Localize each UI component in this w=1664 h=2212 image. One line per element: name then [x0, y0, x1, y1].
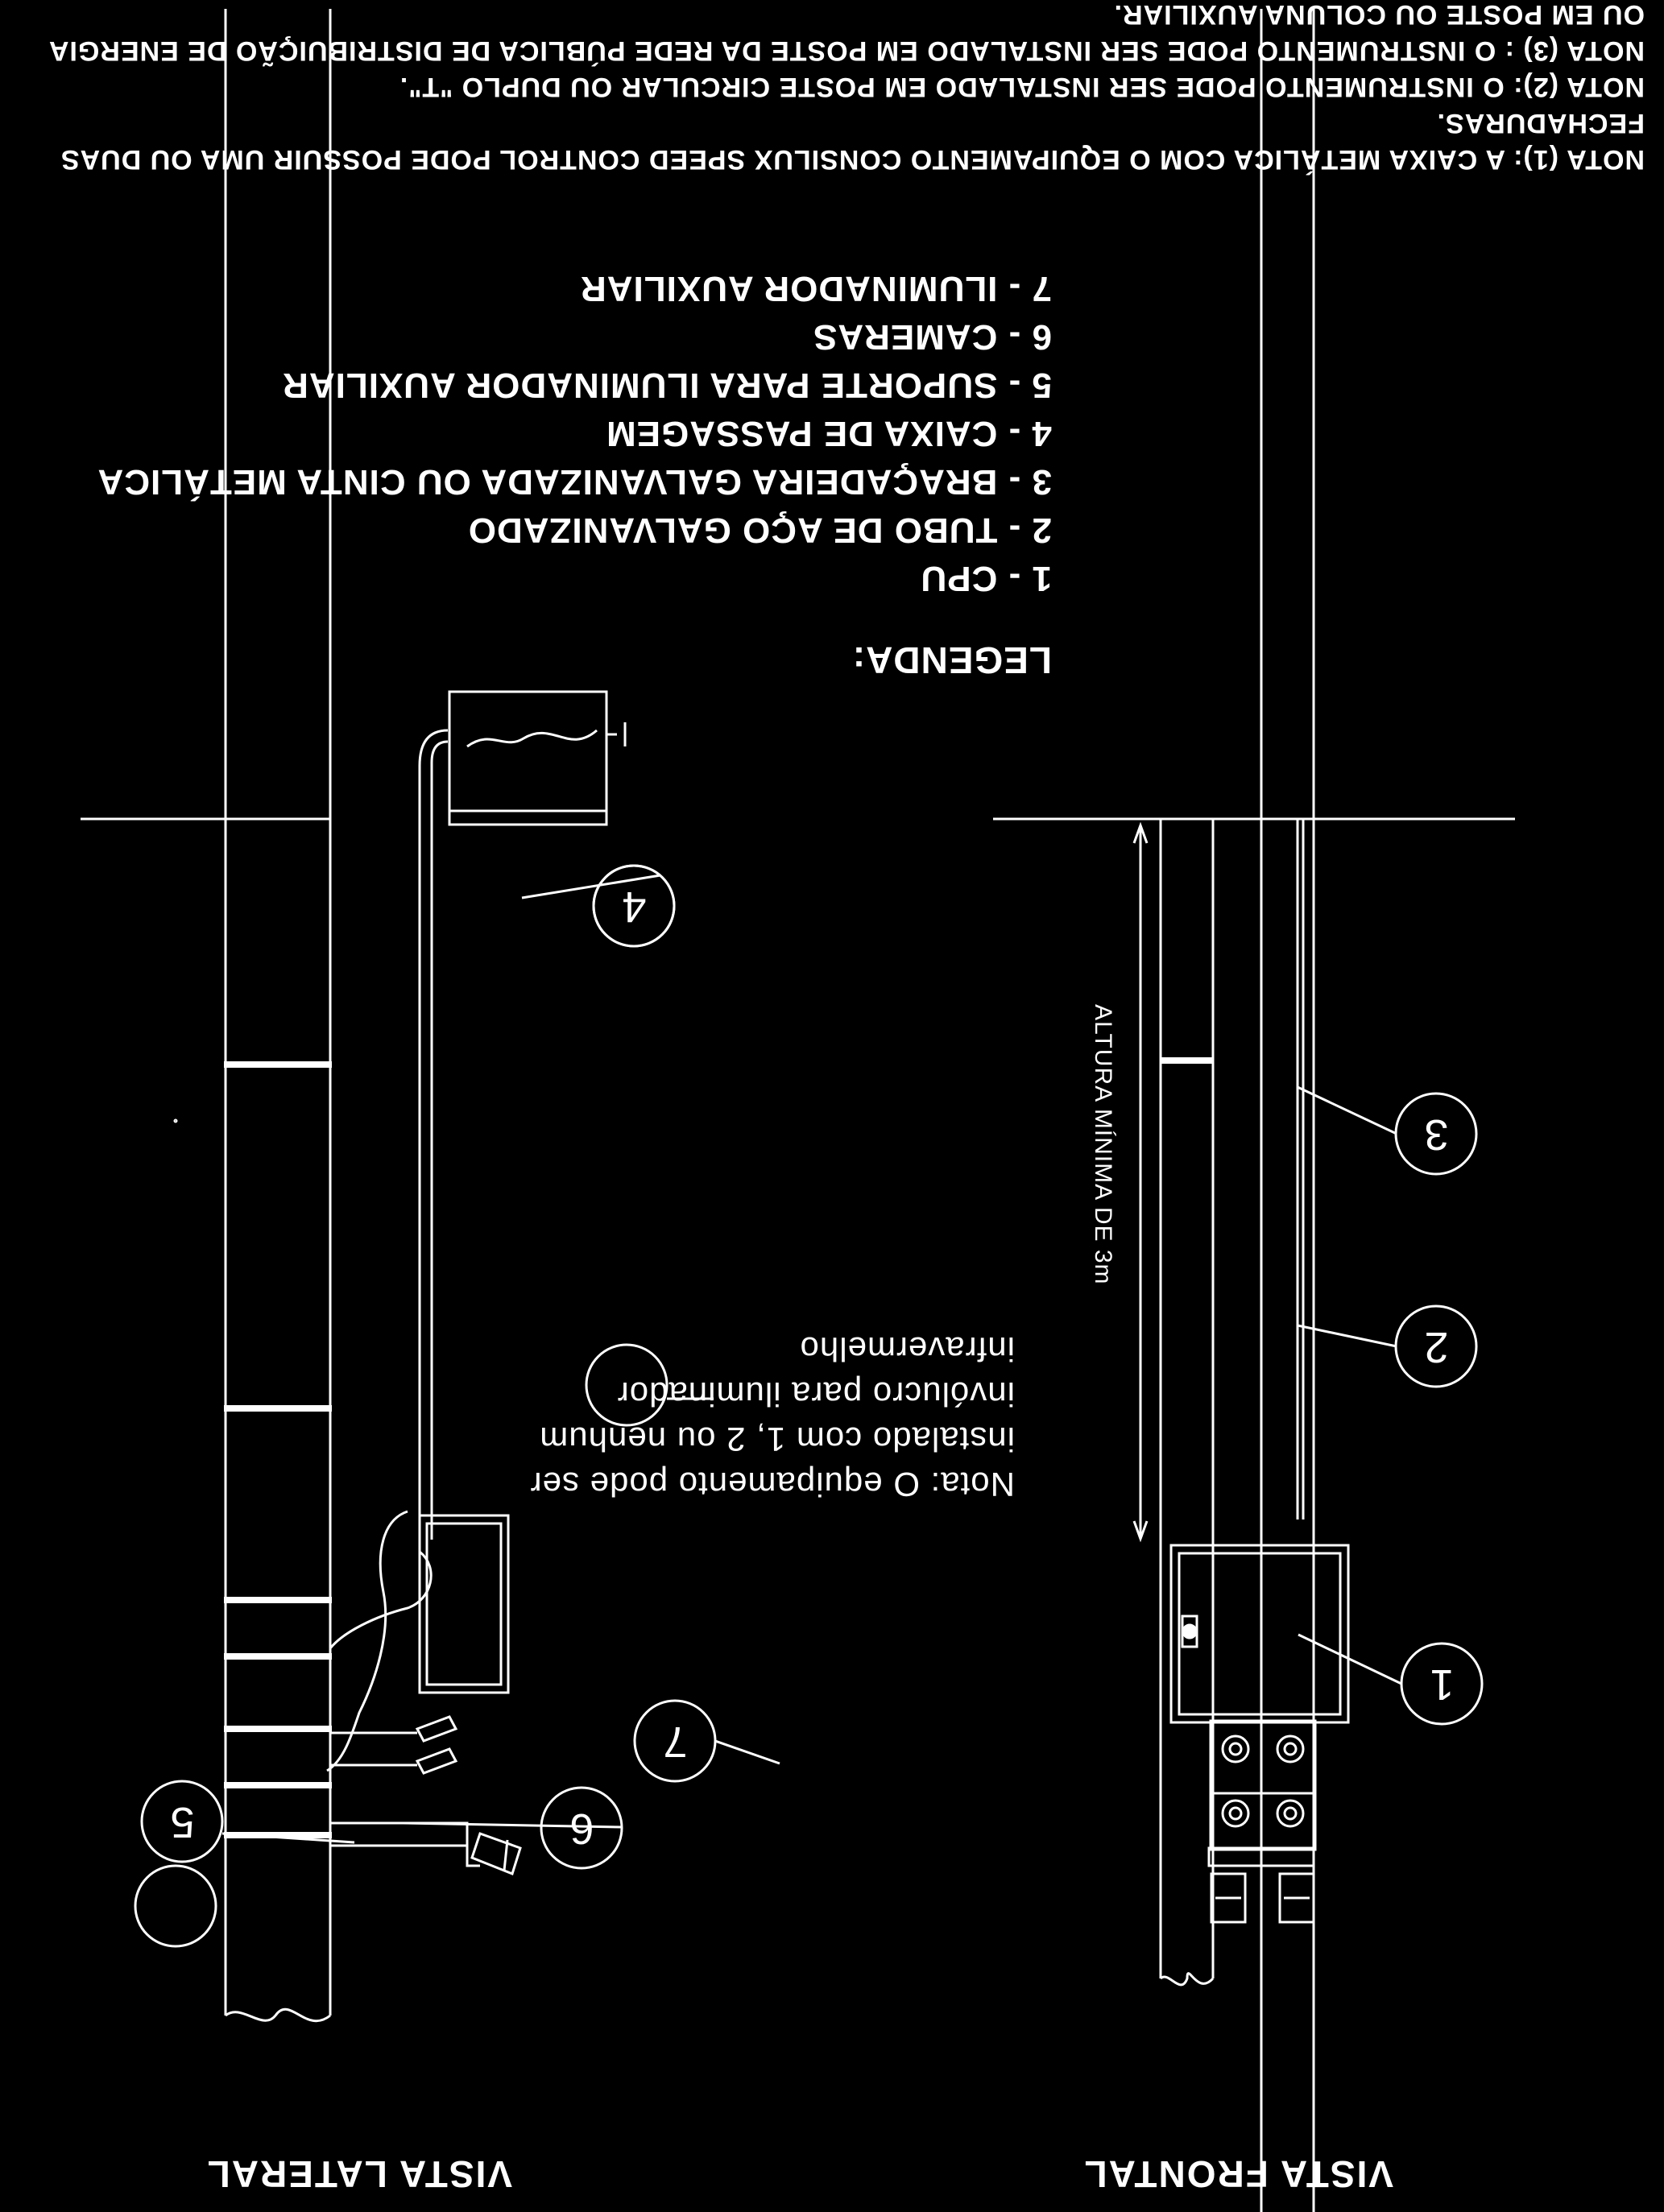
- callout-3: 3: [1423, 1110, 1449, 1159]
- callout-6: 6: [569, 1805, 594, 1853]
- callout-2: 2: [1423, 1323, 1449, 1371]
- side-illuminator-support: [329, 1821, 522, 1875]
- side-cpu-box: [418, 1514, 510, 1694]
- front-pole: [1159, 9, 1315, 2212]
- side-pole: [224, 9, 332, 2023]
- front-view-title: VISTA FRONTAL: [1082, 2153, 1393, 2195]
- callout-circles: [521, 864, 780, 1783]
- front-illuminators: [1207, 1846, 1315, 1924]
- legend-item: 7 - ILUMINADOR AUXILIAR: [579, 269, 1052, 308]
- side-cable-2: [329, 1550, 433, 1649]
- side-note-line: instalado com 1, 2 ou nenhum: [539, 1420, 1015, 1458]
- callout-set: [140, 1085, 1484, 1870]
- side-note-line: infravermelho: [799, 1330, 1015, 1368]
- callout-7: 7: [662, 1718, 688, 1766]
- front-cameras: [1209, 1719, 1317, 1851]
- side-cameras: [330, 1715, 458, 1775]
- note-line: FECHADURAS.: [1436, 108, 1645, 139]
- note-line: OU EM POSTE OU COLUNA AUXILIAR.: [1113, 0, 1645, 30]
- notes: NOTA (1): A CAIXA METÁLICA COM O EQUIPAM…: [48, 0, 1645, 175]
- front-callouts: [134, 1118, 217, 1948]
- note-line: NOTA (3) : O INSTRUMENTO PODE SER INSTAL…: [48, 35, 1645, 66]
- front-dimension-line: [1132, 821, 1149, 1543]
- callout-1: 1: [1429, 1660, 1455, 1709]
- legend-heading: LEGENDA:: [851, 639, 1052, 681]
- legend-item: 2 - TUBO DE AÇO GALVANIZADO: [467, 511, 1052, 550]
- side-note-line: invólucro para iluminador: [616, 1375, 1015, 1413]
- legend-item: 4 - CAIXA DE PASSAGEM: [606, 414, 1052, 453]
- callout-5: 5: [169, 1798, 195, 1846]
- front-pole-break: [1159, 1972, 1215, 1987]
- side-cables: [326, 1510, 408, 1772]
- side-view-title: VISTA LATERAL: [205, 2153, 512, 2195]
- side-conduit: [418, 729, 449, 1540]
- legend-item: 6 - CAMERAS: [812, 317, 1052, 357]
- side-junction-box: [448, 690, 627, 826]
- legend: LEGENDA: 1 - CPU 2 - TUBO DE AÇO GALVANI…: [97, 268, 1053, 682]
- side-note: Nota: O equipamento pode ser instalado c…: [529, 1330, 1015, 1503]
- legend-item: 1 - CPU: [920, 559, 1052, 598]
- legend-item: 3 - BRAÇADEIRA GALVANIZADA OU CINTA METÁ…: [97, 462, 1053, 502]
- side-clamps: [224, 1061, 332, 1838]
- dimension-label: ALTURA MÍNIMA DE 3m: [1090, 1004, 1116, 1285]
- note-line: NOTA (2): O INSTRUMENTO PODE SER INSTALA…: [399, 72, 1645, 102]
- callout-4: 4: [621, 883, 647, 931]
- side-note-line: Nota: O equipamento pode ser: [529, 1466, 1015, 1503]
- front-cpu-box: [1169, 1544, 1350, 1724]
- note-line: NOTA (1): A CAIXA METÁLICA COM O EQUIPAM…: [60, 144, 1645, 175]
- legend-item: 5 - SUPORTE PARA ILUMINADOR AUXILIAR: [282, 366, 1052, 405]
